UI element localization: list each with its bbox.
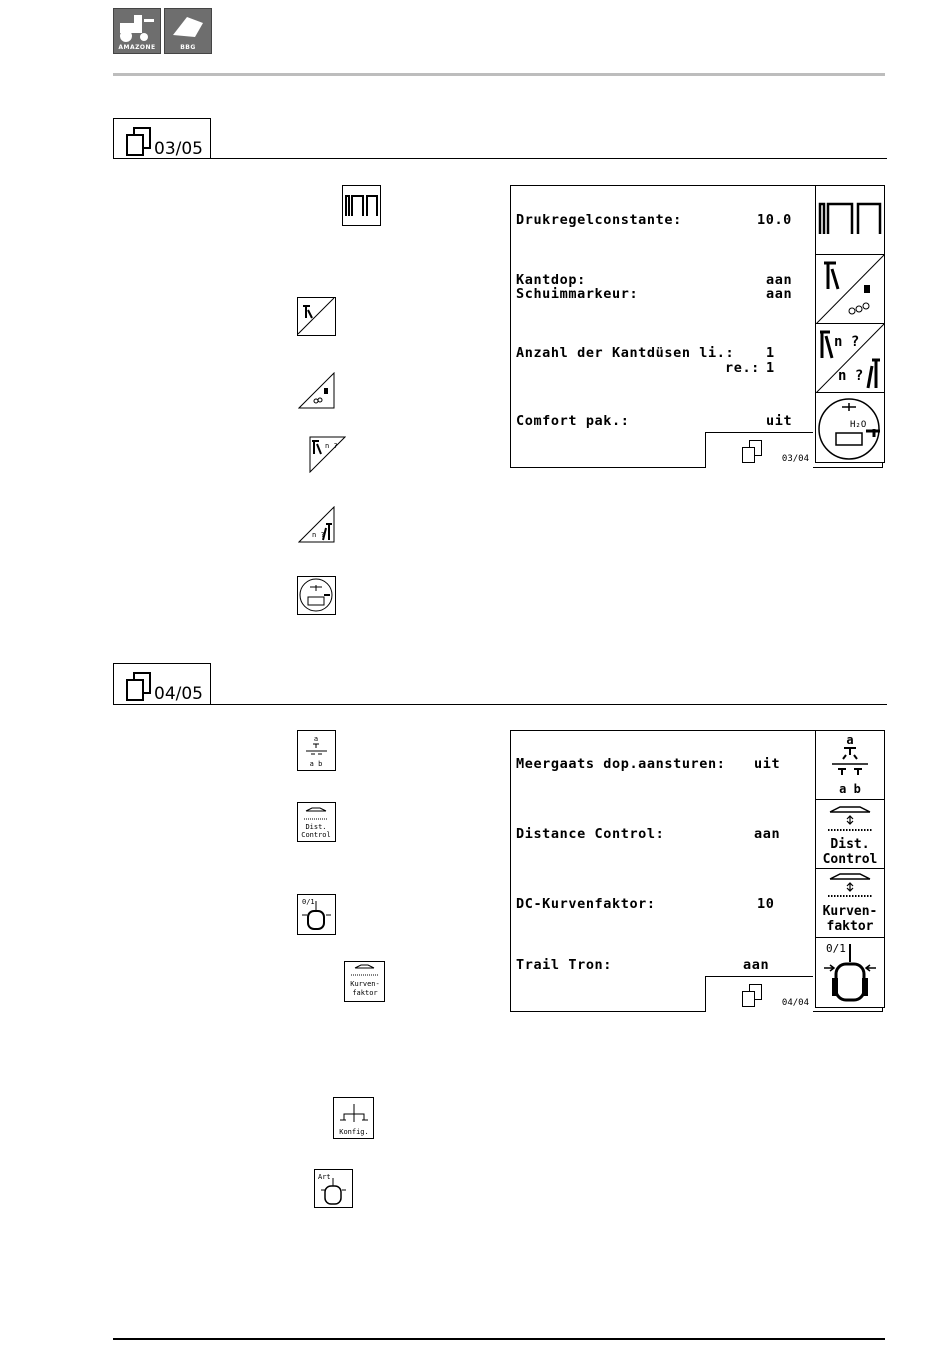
foam-marker-label: Schuimmarkeur: [516, 286, 639, 302]
edge-nozzle-count-right-value[interactable]: 1 [766, 360, 775, 376]
screen-page-box: 04/04 [705, 976, 813, 1012]
trail-tron-icon: 0/1 [824, 942, 876, 1002]
dc-curve-factor-value[interactable]: 10 [757, 896, 775, 912]
softkey-edge-nozzle-count[interactable]: n ? n ? [815, 323, 885, 394]
softkey-trail-label: 0/1 [826, 942, 846, 955]
comfort-pack-label: Comfort pak.: [516, 413, 630, 429]
pressure-constant-value[interactable]: 10.0 [757, 212, 792, 228]
footer-rule [113, 1338, 885, 1340]
comfort-pack-value[interactable]: uit [766, 413, 793, 429]
svg-text:n ?: n ? [834, 334, 859, 350]
section-page-box: 04/05 [113, 663, 211, 704]
terminal-screen-04: Meergaats dop.aansturen: uit Distance Co… [510, 730, 885, 1012]
dist-line1: Dist. [305, 823, 326, 831]
screen-page-box: 03/04 [705, 432, 813, 468]
pages-icon [741, 439, 763, 463]
pressure-constant-icon [342, 185, 381, 226]
nozzle-ab-icon: a a b [832, 733, 868, 796]
trailer-type-icon: Art [314, 1169, 353, 1208]
softkey-distance-control[interactable]: Dist. Control [815, 799, 885, 870]
dc-curve-factor-label: DC-Kurvenfaktor: [516, 896, 656, 912]
distance-control-label: Distance Control: [516, 826, 665, 842]
screen-page-number: 04/04 [781, 998, 809, 1008]
softkey-comfort-pack[interactable]: H₂O [815, 392, 885, 463]
edge-nozzle-right-count-icon: n ? [297, 505, 336, 544]
dist-line2: Control [301, 831, 331, 839]
amazone-logo: AMAZONE [113, 8, 161, 54]
edge-nozzle-label: Kantdop: [516, 272, 586, 288]
nozzle-ab-bottom: a b [310, 760, 323, 768]
section-rule [113, 158, 887, 159]
foam-marker-icon [297, 371, 336, 410]
section-page-box: 03/05 [113, 118, 211, 159]
edge-nozzle-left-count-icon: n ? [308, 435, 347, 474]
trail-tron-label: Trail Tron: [516, 957, 613, 973]
amazone-logo-text: AMAZONE [118, 44, 156, 51]
edge-nozzle-icon [297, 297, 336, 336]
curve-factor-icon: Kurven- faktor [823, 873, 878, 934]
softkey-ab-bottom: a b [839, 782, 861, 796]
screen-page-number: 03/04 [781, 454, 809, 464]
comfort-pack-icon: H₂O [818, 398, 880, 460]
konfig-label: Konfig. [339, 1128, 369, 1136]
svg-text:n ?: n ? [312, 531, 325, 539]
comfort-pack-icon [297, 576, 336, 615]
configuration-icon: Konfig. [333, 1097, 374, 1139]
kurven-line1: Kurven- [350, 980, 380, 988]
softkey-pressure-constant[interactable] [815, 185, 885, 256]
svg-text:n ?: n ? [838, 368, 863, 384]
trail-tron-icon: 0/1 [297, 894, 336, 935]
pressure-constant-label: Drukregelconstante: [516, 212, 682, 228]
softkey-kurven-line1: Kurven- [823, 904, 878, 919]
pages-icon [741, 983, 763, 1007]
edge-nozzle-count-left-value[interactable]: 1 [766, 345, 775, 361]
curve-factor-icon: Kurven- faktor [344, 961, 385, 1002]
softkey-edge-nozzle-foam[interactable] [815, 254, 885, 325]
kurven-line2: faktor [352, 989, 377, 997]
section-page-number: 03/05 [154, 139, 203, 159]
multi-nozzle-label: Meergaats dop.aansturen: [516, 756, 726, 772]
section-rule [113, 704, 887, 705]
svg-text:H₂O: H₂O [850, 420, 866, 430]
nozzle-ab-top: a [314, 735, 318, 743]
bbg-logo-text: BBG [180, 44, 196, 51]
trail-label: 0/1 [302, 898, 315, 906]
edge-nozzle-value[interactable]: aan [766, 272, 793, 288]
svg-text:n ?: n ? [325, 442, 338, 450]
softkey-dist-line1: Dist. [830, 837, 869, 852]
trail-tron-value[interactable]: aan [743, 957, 770, 973]
pressure-constant-icon [818, 202, 882, 234]
softkey-kurven-line2: faktor [827, 919, 874, 934]
edge-nozzle-count-right-label: re.: [725, 360, 760, 376]
softkey-multi-nozzle[interactable]: a a b [815, 730, 885, 801]
distance-control-icon: Dist. Control [823, 806, 878, 867]
edge-nozzle-count-left-label: Anzahl der Kantdüsen li.: [516, 345, 735, 361]
header-rule [113, 73, 885, 76]
softkey-dist-line2: Control [823, 852, 878, 867]
pages-icon [124, 670, 151, 701]
bbg-logo: BBG [164, 8, 212, 54]
foam-marker-value[interactable]: aan [766, 286, 793, 302]
distance-control-icon: Dist. Control [297, 802, 336, 842]
pages-icon [124, 125, 151, 156]
softkey-trail-tron[interactable]: 0/1 [815, 937, 885, 1008]
terminal-screen-03: Drukregelconstante: 10.0 Kantdop: aan Sc… [510, 185, 885, 468]
distance-control-value[interactable]: aan [754, 826, 781, 842]
edge-nozzle-count-icon: n ? n ? [816, 324, 884, 393]
multi-nozzle-value[interactable]: uit [754, 756, 781, 772]
section-page-number: 04/05 [154, 684, 203, 704]
softkey-ab-top: a [846, 733, 853, 747]
nozzle-ab-icon: a a b [297, 730, 336, 771]
edge-nozzle-foam-marker-icon [816, 255, 884, 324]
tractor-icon [120, 15, 154, 42]
softkey-curve-factor[interactable]: Kurven- faktor [815, 868, 885, 939]
plough-icon [173, 17, 203, 37]
art-label: Art [318, 1173, 331, 1181]
